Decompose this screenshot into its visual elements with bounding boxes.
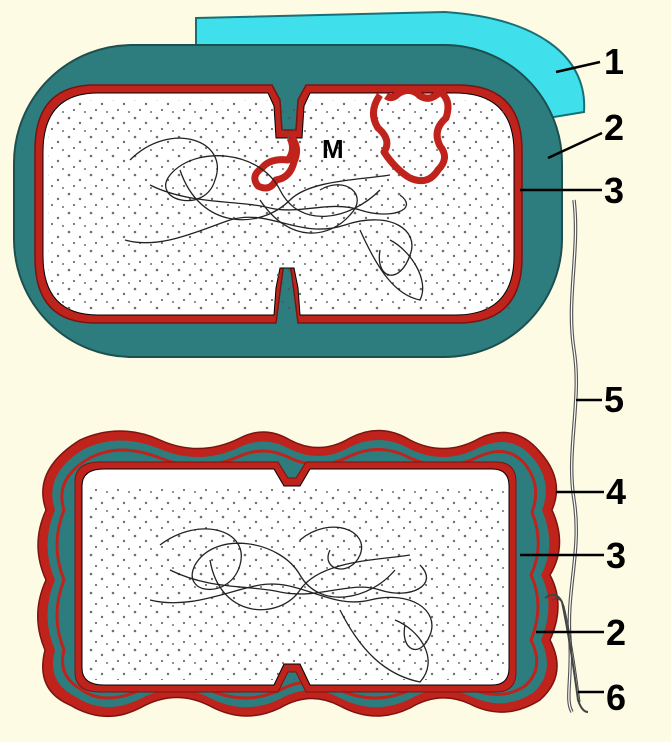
label-cell-wall-bottom: 2 <box>606 612 626 653</box>
label-membrane-bottom: 3 <box>606 535 626 576</box>
label-capsule: 1 <box>604 41 624 82</box>
labels: 1 2 3 5 4 3 2 6 <box>604 41 626 718</box>
label-membrane-top: 3 <box>604 170 624 211</box>
top-cell: M <box>14 12 584 357</box>
mesosome-label: M <box>322 134 344 164</box>
label-cell-wall-top: 2 <box>604 107 624 148</box>
label-pilus: 6 <box>606 677 626 718</box>
bottom-cell <box>38 430 560 716</box>
label-outer-membrane: 4 <box>606 471 626 512</box>
label-flagellum: 5 <box>604 379 624 420</box>
